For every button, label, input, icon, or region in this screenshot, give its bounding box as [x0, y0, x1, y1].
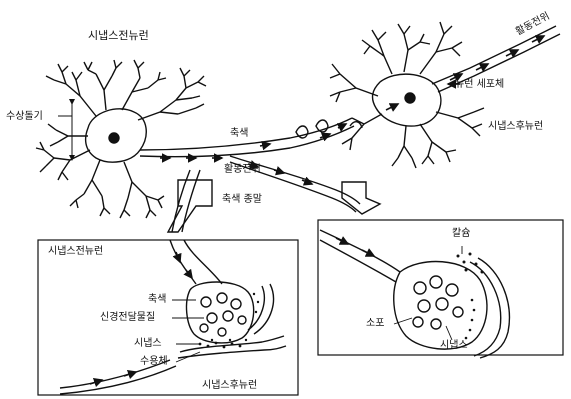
inset-left-label-neurotransmitter: 신경전달물질 — [100, 312, 155, 324]
inset-right-leaders — [394, 246, 462, 340]
label-axon-terminal: 축색 종말 — [222, 194, 262, 206]
label-dendrite: 수상돌기 — [6, 111, 43, 123]
inset-left-label-postsynaptic: 시냅스후뉴런 — [202, 380, 257, 392]
label-neuron-cell-body: 뉴런 세포체 — [455, 79, 504, 91]
inset-right-label-vesicle: 소포 — [366, 318, 384, 330]
inset-left-drawing — [60, 240, 286, 394]
postsynaptic-neuron-body — [330, 22, 560, 168]
inset-left-leaders — [172, 300, 204, 362]
inset-left-label-axon: 축색 — [148, 294, 166, 306]
inset-right-label-calcium: 칼슘 — [452, 228, 470, 240]
inset-right-drawing — [320, 230, 509, 358]
label-postsynaptic-neuron: 시냅스후뉴런 — [488, 121, 543, 133]
label-action-potential-mid: 활동전위 — [224, 164, 261, 176]
inset-left-label-presynaptic: 시냅스전뉴런 — [48, 246, 103, 258]
inset-left-label-receptor: 수용체 — [140, 356, 168, 368]
inset-right-label-synapse: 시냅스 — [440, 340, 468, 352]
inset-right-frame — [318, 220, 563, 355]
label-axon: 축색 — [230, 128, 248, 140]
inset-left-label-synapse: 시냅스 — [134, 338, 162, 350]
presynaptic-neuron-body — [36, 60, 206, 218]
label-presynaptic-neuron: 시냅스전뉴런 — [88, 30, 149, 42]
